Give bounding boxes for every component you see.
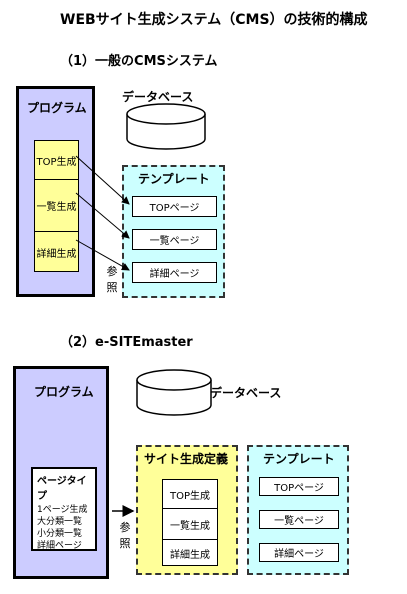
s2-template-top-page: TOPページ [259, 477, 339, 496]
s1-gen-detail: 詳細生成 [36, 249, 77, 260]
s2-def-list: 一覧生成 [163, 509, 217, 540]
s2-program-label: プログラム [34, 385, 94, 399]
s2-site-definition-label: サイト生成定義 [144, 452, 229, 466]
s1-template-box: テンプレート TOPページ 一覧ページ 詳細ページ [122, 165, 225, 298]
s2-def-detail: 詳細生成 [170, 550, 210, 561]
s1-gen-top: TOP生成 [35, 141, 78, 180]
s2-page-type-item: 大分類一覧 [37, 517, 83, 527]
section1-heading: （1）一般のCMSシステム [60, 54, 218, 69]
s1-template-list-page: 一覧ページ [132, 229, 217, 250]
s2-template-box: テンプレート TOPページ 一覧ページ 詳細ページ [247, 445, 349, 575]
s1-template-detail-page: 詳細ページ [132, 262, 217, 283]
s1-arrow-top [75, 155, 130, 205]
s2-site-definition-stack: TOP生成 一覧生成 詳細生成 [162, 479, 218, 566]
s1-reference-text: 参照 [106, 265, 118, 294]
s1-template-top-page: TOPページ [132, 196, 217, 217]
s2-database-icon [136, 369, 212, 416]
s2-template-label: テンプレート [263, 452, 335, 466]
s1-gen-list: 一覧生成 [35, 180, 78, 232]
s2-reference-label: 参照 [118, 520, 132, 552]
s2-page-type-box: ページタイプ 1ページ生成 大分類一覧 小分類一覧 詳細ページ [31, 467, 97, 551]
s2-page-type-list: 1ページ生成 大分類一覧 小分類一覧 詳細ページ [33, 504, 95, 552]
s2-page-type-item: 詳細ページ [37, 541, 82, 551]
s1-template-label: テンプレート [138, 172, 210, 186]
s2-site-definition-box: サイト生成定義 TOP生成 一覧生成 詳細生成 [136, 445, 238, 575]
s1-database-label: データベース [122, 90, 194, 104]
s2-program-box: プログラム ページタイプ 1ページ生成 大分類一覧 小分類一覧 詳細ページ [13, 366, 109, 579]
s2-def-top: TOP生成 [163, 480, 217, 509]
s1-database-icon [126, 103, 206, 150]
section2-heading: （2）e-SITEmaster [60, 335, 193, 350]
s1-arrow-detail [75, 239, 130, 271]
s1-arrow-list [75, 192, 130, 239]
s1-reference-label: 参照 [105, 264, 119, 296]
s2-page-type-label: ページタイプ [37, 476, 87, 502]
s2-template-detail-page: 詳細ページ [259, 543, 339, 562]
s2-reference-text: 参照 [119, 521, 131, 550]
s1-generator-stack: TOP生成 一覧生成 詳細生成 [34, 140, 79, 272]
s2-page-type-item: 1ページ生成 [37, 505, 88, 515]
s1-program-box: プログラム TOP生成 一覧生成 詳細生成 [16, 86, 95, 297]
page-title: WEBサイト生成システム（CMS）の技術的構成 [60, 12, 368, 28]
s1-program-label: プログラム [27, 101, 87, 115]
s2-page-type-item: 小分類一覧 [37, 529, 83, 539]
s2-template-list-page: 一覧ページ [259, 510, 339, 529]
s2-database-label: データベース [210, 386, 282, 400]
